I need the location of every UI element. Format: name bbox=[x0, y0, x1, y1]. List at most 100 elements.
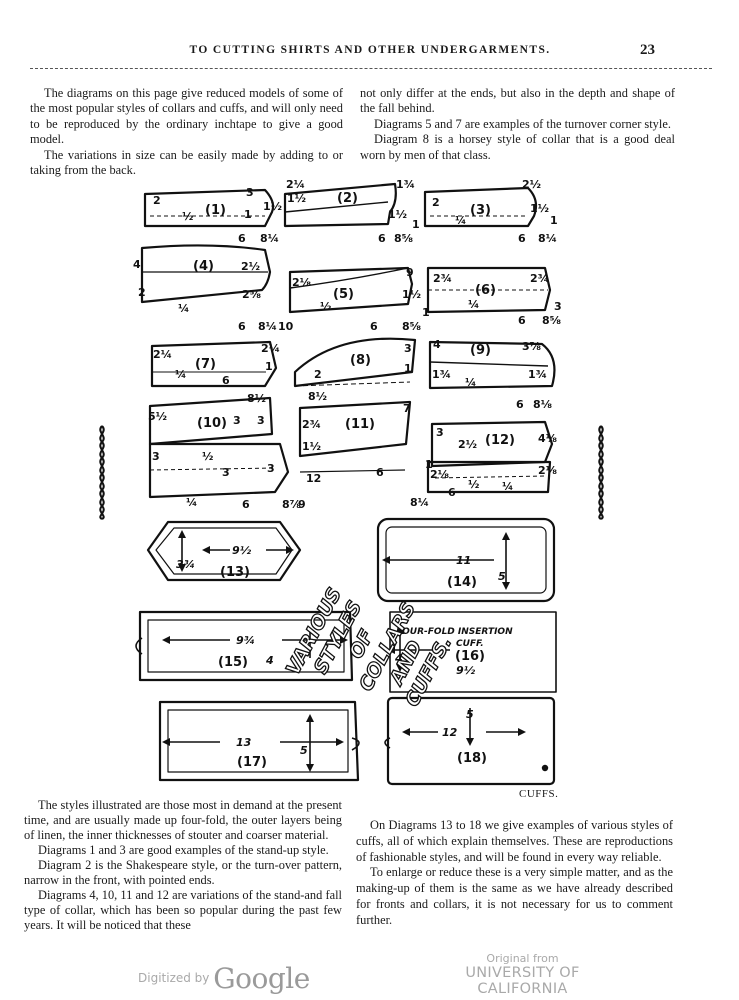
measurement: 3 bbox=[246, 186, 254, 199]
digitized-by-label: Digitized by bbox=[138, 971, 210, 985]
cuffs-caption: CUFFS. bbox=[519, 788, 559, 800]
measurement: 8½ bbox=[247, 392, 266, 405]
measurement: 9½ bbox=[456, 664, 476, 677]
measurement: 3 bbox=[554, 300, 562, 313]
measurement: 1 bbox=[265, 360, 273, 373]
measurement: 5 bbox=[300, 744, 308, 757]
measurement: 11 bbox=[456, 554, 471, 567]
measurement: 6 bbox=[370, 320, 378, 333]
measurement: ½ bbox=[182, 210, 193, 223]
diagram-label: (9) bbox=[470, 343, 491, 358]
cuff-caption: FOUR-FOLD INSERTION bbox=[396, 627, 513, 637]
measurement: 8⅛ bbox=[533, 398, 552, 411]
measurement: 4 bbox=[433, 338, 441, 351]
measurement: 2 bbox=[138, 286, 146, 299]
measurement: 2¼ bbox=[261, 342, 280, 355]
diagram-label: (12) bbox=[485, 433, 515, 448]
diagram-label: (14) bbox=[447, 575, 477, 590]
measurement: 2⅝ bbox=[242, 288, 261, 301]
measurement: 6 bbox=[518, 314, 526, 327]
measurement: 1 bbox=[244, 208, 252, 221]
measurement: 6 bbox=[516, 398, 524, 411]
paragraph: Diagram 8 is a horsey style of collar th… bbox=[360, 132, 675, 162]
measurement: ¼ bbox=[502, 480, 513, 493]
measurement: 2 bbox=[314, 368, 322, 381]
measurement: 2⅛ bbox=[430, 468, 449, 481]
diagram-label: (1) bbox=[205, 203, 226, 218]
diagram-label: (7) bbox=[195, 357, 216, 372]
measurement: 10 bbox=[278, 320, 294, 333]
paragraph: Diagrams 5 and 7 are examples of the tur… bbox=[374, 116, 671, 131]
diagram-label: (11) bbox=[345, 417, 375, 432]
measurement: 4 bbox=[394, 652, 403, 665]
original-from-label: Original from bbox=[486, 952, 559, 965]
right-ornament bbox=[598, 425, 604, 520]
paragraph: The diagrams on this page give reduced m… bbox=[30, 86, 343, 147]
measurement: 6 bbox=[238, 232, 246, 245]
measurement: 1¾ bbox=[396, 178, 415, 191]
measurement: 8¼ bbox=[538, 232, 557, 245]
measurement: 1 bbox=[422, 306, 430, 319]
measurement: 8⅞ bbox=[282, 498, 301, 511]
paragraph: not only differ at the ends, but also in… bbox=[360, 86, 675, 116]
measurement: 5½ bbox=[148, 410, 167, 423]
measurement: 3 bbox=[222, 466, 230, 479]
measurement: ¼ bbox=[468, 298, 479, 311]
measurement: 5 bbox=[498, 570, 506, 583]
measurement: 1¾ bbox=[432, 368, 451, 381]
measurement: 9 bbox=[406, 266, 414, 279]
diagram-label: (10) bbox=[197, 416, 227, 431]
measurement: 1½ bbox=[388, 208, 407, 221]
measurement: 6 bbox=[518, 232, 526, 245]
measurement: 1½ bbox=[402, 288, 421, 301]
measurement: 8⅝ bbox=[542, 314, 561, 327]
measurement: 1½ bbox=[302, 440, 321, 453]
paragraph: Diagrams 1 and 3 are good examples of th… bbox=[38, 843, 329, 857]
diagram-label: (15) bbox=[218, 655, 248, 670]
measurement: 1½ bbox=[263, 200, 282, 213]
measurement: 4 bbox=[265, 654, 274, 667]
paragraph: The styles illustrated are those most in… bbox=[24, 798, 342, 842]
measurement: 6 bbox=[242, 498, 250, 511]
top-left-column: The diagrams on this page give reduced m… bbox=[30, 86, 343, 178]
measurement: 3 bbox=[404, 342, 412, 355]
measurement: 7 bbox=[403, 402, 411, 415]
measurement: 6 bbox=[376, 466, 384, 479]
measurement: 8⅝ bbox=[394, 232, 413, 245]
measurement: 9 bbox=[298, 498, 306, 511]
measurement: ¼ bbox=[186, 496, 197, 509]
measurement: ½ bbox=[202, 450, 213, 463]
measurement: 6 bbox=[238, 320, 246, 333]
bottom-right-column: On Diagrams 13 to 18 we give examples of… bbox=[356, 818, 673, 929]
measurement: 8¼ bbox=[260, 232, 279, 245]
measurement: 3 bbox=[257, 414, 265, 427]
paragraph: The variations in size can be easily mad… bbox=[30, 147, 343, 178]
page-number: 23 bbox=[640, 42, 655, 58]
paragraph: On Diagrams 13 to 18 we give examples of… bbox=[356, 818, 673, 864]
measurement: 1 bbox=[425, 458, 433, 471]
measurement: 2⅛ bbox=[538, 464, 557, 477]
paragraph: To enlarge or reduce these is a very sim… bbox=[356, 865, 673, 927]
measurement: 3 bbox=[152, 450, 160, 463]
diagram-label: (13) bbox=[220, 565, 250, 580]
running-title: TO CUTTING SHIRTS AND OTHER UNDERGARMENT… bbox=[189, 44, 551, 56]
measurement: ¼ bbox=[178, 302, 189, 315]
measurement: ¼ bbox=[465, 376, 476, 389]
measurement: 2¾ bbox=[302, 418, 321, 431]
measurement: 6 bbox=[378, 232, 386, 245]
measurement: 4 bbox=[133, 258, 141, 271]
measurement: 12 bbox=[306, 472, 321, 485]
diagram-label: (16) bbox=[455, 649, 485, 664]
measurement: 8½ bbox=[308, 390, 327, 403]
paragraph: Diagram 2 is the Shakespeare style, or t… bbox=[24, 858, 342, 887]
header-rule bbox=[30, 68, 712, 69]
measurement: 8¼ bbox=[410, 496, 429, 509]
measurement: 1½ bbox=[287, 192, 306, 205]
diagram-label: (2) bbox=[337, 191, 358, 206]
measurement: 2¼ bbox=[286, 178, 305, 191]
measurement: 8⅝ bbox=[402, 320, 421, 333]
measurement: ½ bbox=[468, 478, 479, 491]
measurement: ½ bbox=[320, 300, 331, 313]
measurement: 3 bbox=[233, 414, 241, 427]
measurement: 2⅛ bbox=[292, 276, 311, 289]
